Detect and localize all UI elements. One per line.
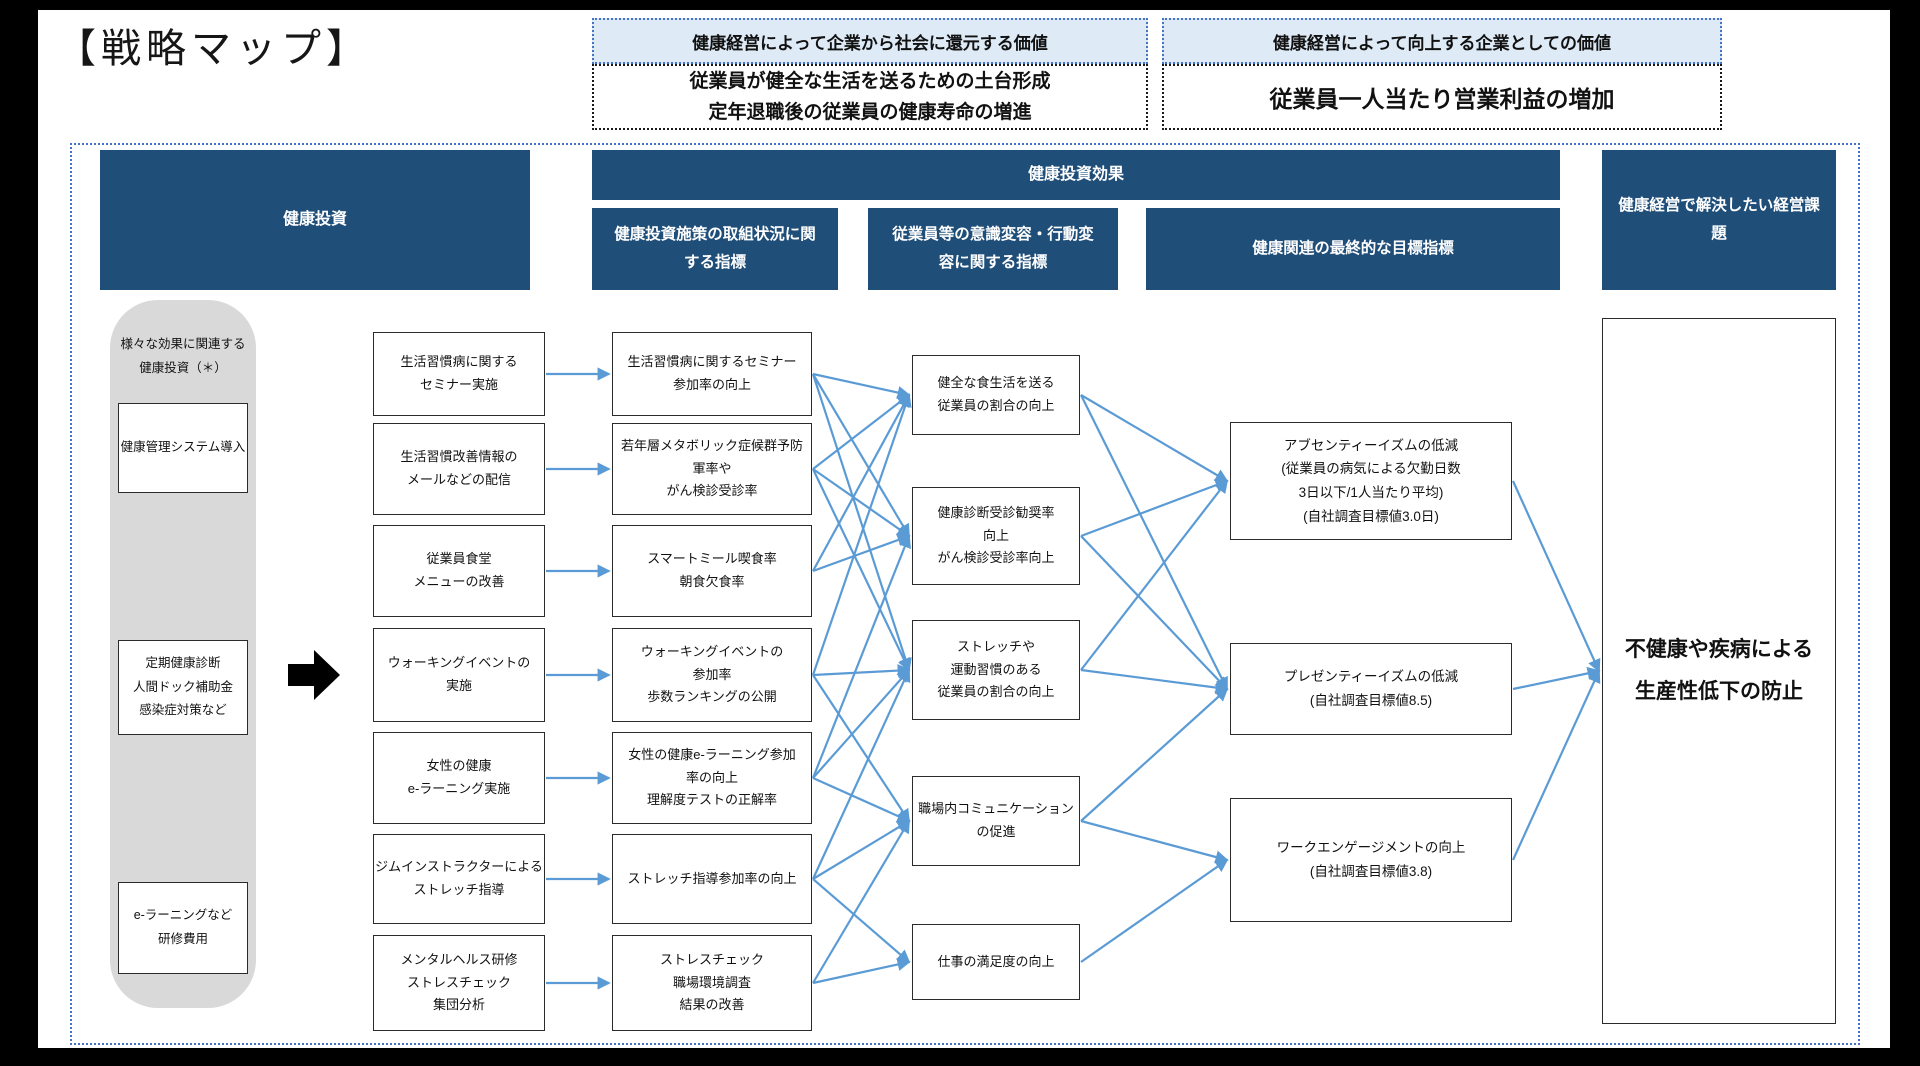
measure-box: ジムインストラクターによる ストレッチ指導 [373, 834, 545, 924]
investment-panel-label: 様々な効果に関連する 健康投資（＊） [120, 337, 246, 375]
process-indicator-box: スマートミール喫食率 朝食欠食率 [612, 525, 812, 617]
target-indicator-box: アブセンティーイズムの低減 (従業員の病気による欠勤日数 3日以下/1人当たり平… [1230, 422, 1512, 540]
behavior-indicator-box: ストレッチや 運動習慣のある 従業員の割合の向上 [912, 620, 1080, 720]
value-social-header: 健康経営によって企業から社会に還元する価値 [592, 18, 1148, 64]
behavior-indicator-box: 健全な食生活を送る 従業員の割合の向上 [912, 355, 1080, 435]
measure-box: 従業員食堂 メニューの改善 [373, 525, 545, 617]
process-indicator-box: 若年層メタボリック症候群予防 軍率や がん検診受診率 [612, 423, 812, 515]
measure-box: 女性の健康 e-ラーニング実施 [373, 732, 545, 824]
process-indicator-box: 生活習慣病に関するセミナー 参加率の向上 [612, 332, 812, 416]
investment-box: 健康管理システム導入 [118, 403, 248, 493]
management-issue-box: 不健康や疾病による 生産性低下の防止 [1602, 318, 1836, 1024]
page-title: 【戦略マップ】 [56, 27, 371, 71]
diagram-border [70, 143, 1860, 1045]
investment-box: e-ラーニングなど 研修費用 [118, 882, 248, 974]
measure-box: 生活習慣病に関する セミナー実施 [373, 332, 545, 416]
behavior-indicator-box: 健康診断受診勧奨率 向上 がん検診受診率向上 [912, 487, 1080, 585]
header-management-issue: 健康経営で解決したい経営課 題 [1602, 150, 1836, 290]
header-behavior-indicators: 従業員等の意識変容・行動変 容に関する指標 [868, 208, 1118, 290]
behavior-indicator-box: 職場内コミュニケーション の促進 [912, 776, 1080, 866]
value-corporate-body: 従業員一人当たり営業利益の増加 [1162, 64, 1722, 130]
process-indicator-box: ストレスチェック 職場環境調査 結果の改善 [612, 935, 812, 1031]
measure-box: ウォーキングイベントの 実施 [373, 628, 545, 722]
target-indicator-box: ワークエンゲージメントの向上 (自社調査目標値3.8) [1230, 798, 1512, 922]
process-indicator-box: ウォーキングイベントの 参加率 歩数ランキングの公開 [612, 628, 812, 722]
behavior-indicator-box: 仕事の満足度の向上 [912, 924, 1080, 1000]
value-social-body: 従業員が健全な生活を送るための土台形成 定年退職後の従業員の健康寿命の増進 [592, 64, 1148, 130]
flow-arrow-icon [288, 650, 340, 700]
header-process-indicators: 健康投資施策の取組状況に関 する指標 [592, 208, 838, 290]
value-corporate-header: 健康経営によって向上する企業としての価値 [1162, 18, 1722, 64]
measure-box: 生活習慣改善情報の メールなどの配信 [373, 423, 545, 515]
header-target-indicators: 健康関連の最終的な目標指標 [1146, 208, 1560, 290]
target-indicator-box: プレゼンティーイズムの低減 (自社調査目標値8.5) [1230, 643, 1512, 735]
header-investment: 健康投資 [100, 150, 530, 290]
header-investment-effect: 健康投資効果 [592, 150, 1560, 200]
investment-box: 定期健康診断 人間ドック補助金 感染症対策など [118, 640, 248, 735]
measure-box: メンタルヘルス研修 ストレスチェック 集団分析 [373, 935, 545, 1031]
process-indicator-box: ストレッチ指導参加率の向上 [612, 834, 812, 924]
process-indicator-box: 女性の健康e-ラーニング参加 率の向上 理解度テストの正解率 [612, 732, 812, 824]
strategy-map-slide: 【戦略マップ】 健康経営によって企業から社会に還元する価値 従業員が健全な生活を… [38, 10, 1890, 1048]
